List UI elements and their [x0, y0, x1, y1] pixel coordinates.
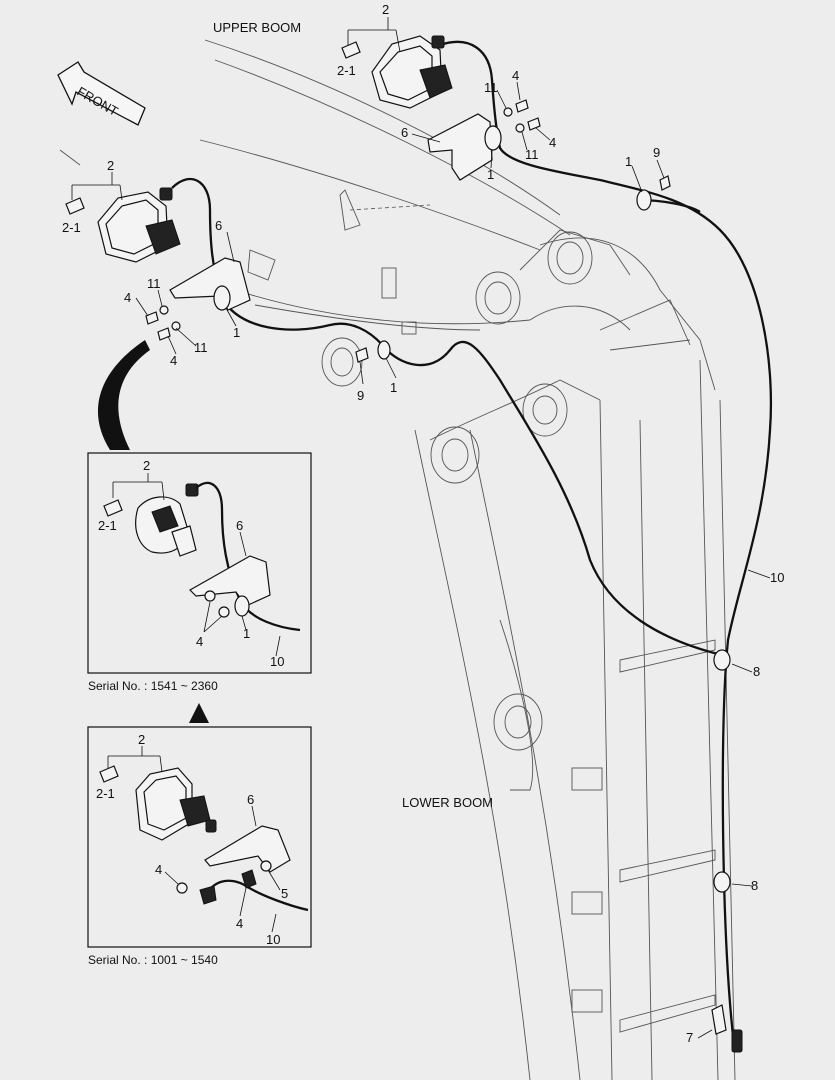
bulb-icon-left: [65, 197, 85, 215]
clamp-icon: [484, 125, 502, 151]
callout-2-1-upper: 2-1: [337, 63, 356, 78]
bulb-icon-inset-low: [99, 765, 119, 783]
lower-clamps: [711, 649, 743, 1053]
inset-low-callout-4a: 4: [155, 862, 162, 877]
callout-4-left-b: 4: [170, 353, 177, 368]
callout-9-right: 9: [653, 145, 660, 160]
inset-mid-callout-1: 1: [243, 626, 250, 641]
upper-lamp-assembly: [341, 35, 671, 211]
callout-8-upper: 8: [753, 664, 760, 679]
callout-11-upper: 11: [484, 80, 498, 95]
bracket-icon-left: [169, 257, 251, 311]
inset-serial-1541: 2 2-1 6 4 1 10: [87, 452, 312, 674]
callout-4-left: 4: [124, 290, 131, 305]
bulb-icon: [341, 41, 361, 59]
callout-9-mid: 9: [357, 388, 364, 403]
triangle-icon: [189, 703, 209, 723]
callout-2-upper: 2: [382, 2, 389, 17]
callout-8-lower: 8: [751, 878, 758, 893]
callout-1-right: 1: [625, 154, 632, 169]
pointer-shape: [97, 340, 150, 450]
callout-7: 7: [686, 1030, 693, 1045]
left-lamp-assembly: [65, 187, 391, 363]
callout-2-1-left: 2-1: [62, 220, 81, 235]
leader-lines: [71, 17, 771, 1039]
callout-11-left-b: 11: [194, 340, 208, 355]
inset-mid-callout-2-1: 2-1: [98, 518, 117, 533]
upper-boom-label: UPPER BOOM: [213, 20, 301, 35]
callouts: 2 2-1 11 4 4 11 6 1 1 9 2 2-1 6 11 4 4 1…: [62, 2, 784, 1045]
callout-2-left: 2: [107, 158, 114, 173]
inset-mid-callout-2: 2: [143, 458, 150, 473]
inset-serial-1001: 2 2-1 6 4 4 5 10: [87, 726, 312, 948]
bolt-icon: [515, 99, 529, 113]
bulb-icon-inset-mid: [103, 499, 123, 517]
callout-1-upper: 1: [487, 167, 494, 182]
callout-11-upper-b: 11: [525, 147, 539, 162]
inset-low-callout-2-1: 2-1: [96, 786, 115, 801]
lower-boom-label: LOWER BOOM: [402, 795, 493, 810]
bracket-icon-inset-low: [204, 825, 291, 873]
inset-low-callout-6: 6: [247, 792, 254, 807]
callout-6-left: 6: [215, 218, 222, 233]
callout-1-left: 1: [233, 325, 240, 340]
callout-4-upper: 4: [512, 68, 519, 83]
callout-1-mid: 1: [390, 380, 397, 395]
callout-6-upper: 6: [401, 125, 408, 140]
inset-frame-mid: [87, 452, 312, 674]
front-arrow: FRONT: [57, 61, 146, 126]
callout-10: 10: [770, 570, 784, 585]
inset-mid-callout-6: 6: [236, 518, 243, 533]
callout-4-upper-b: 4: [549, 135, 556, 150]
serial-note-mid: Serial No. : 1541 ~ 2360: [88, 679, 218, 693]
inset-low-callout-5: 5: [281, 886, 288, 901]
washer-icon: [503, 107, 513, 117]
inset-low-callout-10: 10: [266, 932, 280, 947]
bracket-icon: [427, 113, 493, 181]
boom-structure: [59, 39, 736, 1080]
serial-note-low: Serial No. : 1001 ~ 1540: [88, 953, 218, 967]
inset-mid-callout-4: 4: [196, 634, 203, 649]
inset-mid-callout-10: 10: [270, 654, 284, 669]
inset-low-callout-2: 2: [138, 732, 145, 747]
callout-11-left: 11: [147, 276, 161, 291]
inset-low-callout-4b: 4: [236, 916, 243, 931]
